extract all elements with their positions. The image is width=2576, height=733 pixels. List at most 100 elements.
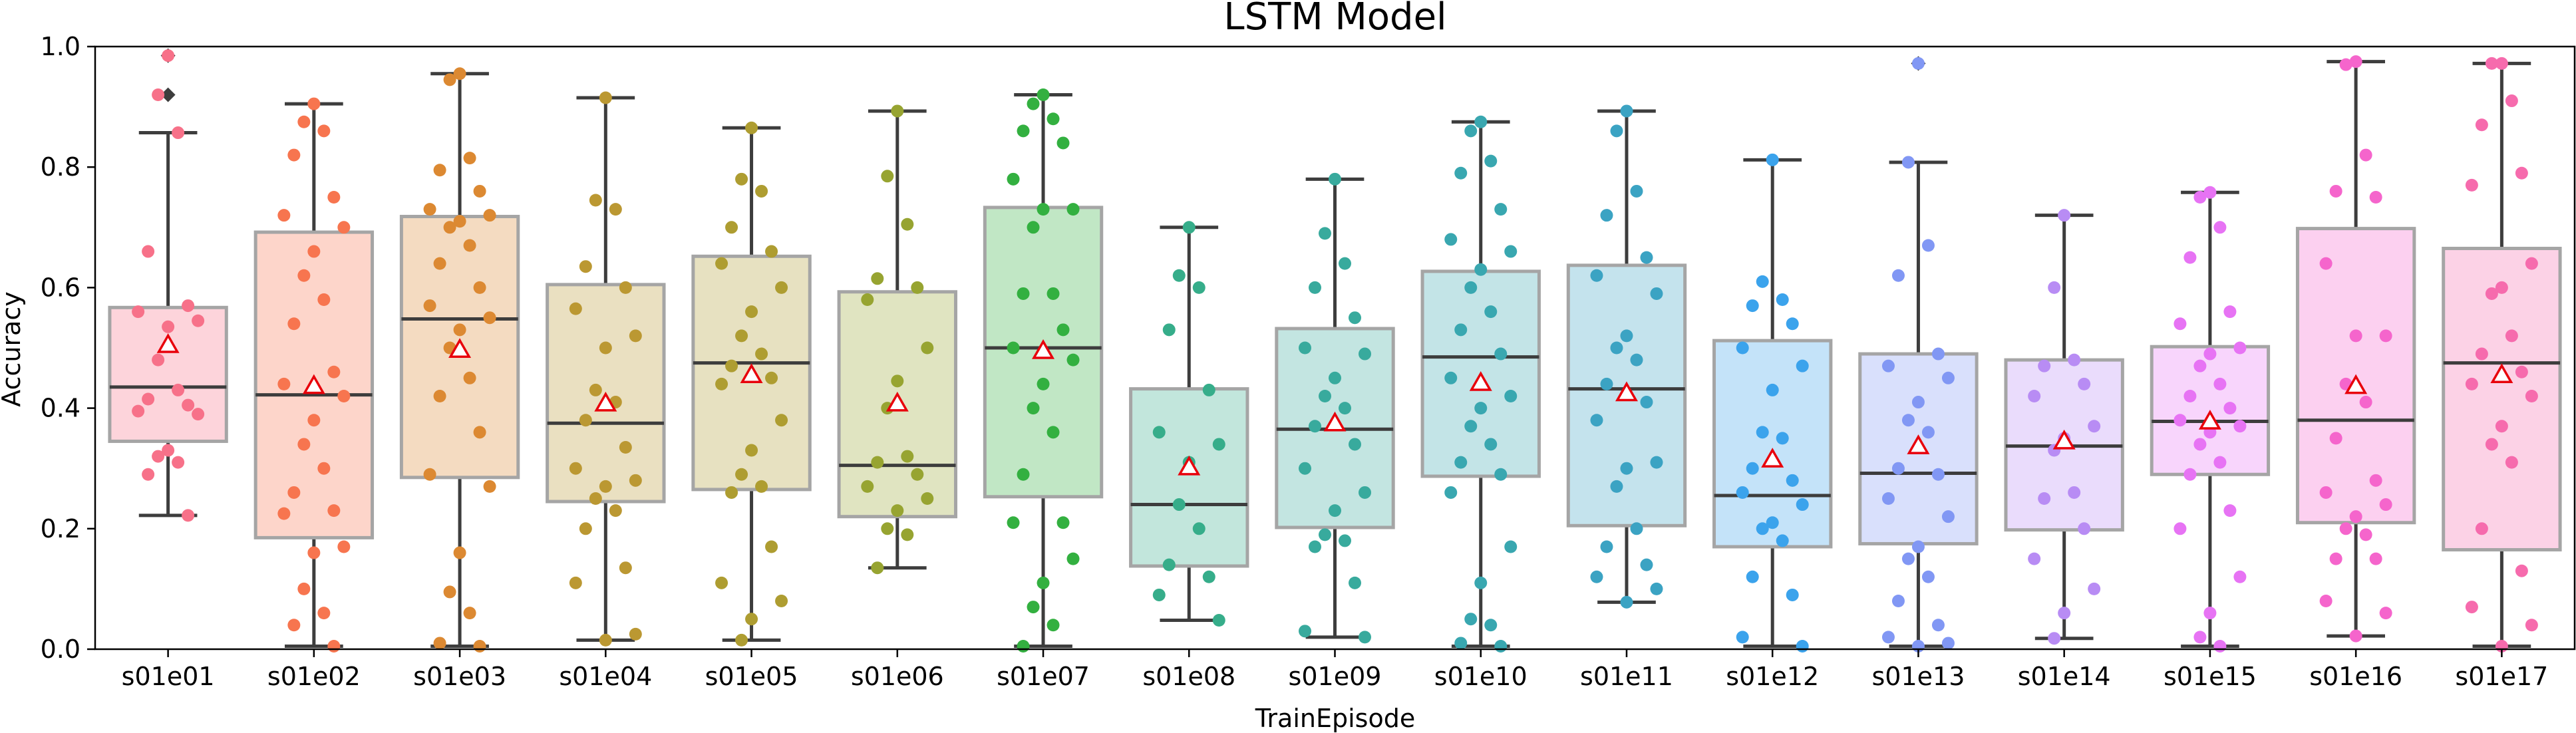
data-point (1309, 540, 1321, 553)
data-point (1881, 492, 1895, 505)
data-point (142, 245, 155, 258)
data-point (1454, 637, 1468, 650)
data-point (2213, 221, 2227, 234)
mean-marker (302, 374, 325, 394)
data-point (1359, 347, 1371, 361)
data-point (152, 88, 165, 101)
data-point (725, 221, 738, 234)
data-point (1464, 124, 1478, 138)
data-point (619, 281, 632, 294)
data-point (569, 576, 582, 589)
y-tick-label: 0.8 (41, 152, 80, 182)
data-point (152, 353, 165, 366)
data-point (1046, 112, 1060, 126)
data-point (2359, 528, 2372, 541)
data-point (871, 272, 884, 285)
data-point (317, 124, 331, 138)
data-point (287, 148, 301, 162)
data-point (715, 257, 728, 270)
data-point (1901, 552, 1915, 565)
data-point (1484, 154, 1498, 168)
data-point (1610, 124, 1623, 138)
data-point (1640, 558, 1653, 571)
data-point (1901, 414, 1915, 427)
x-tick-label: s01e16 (2309, 662, 2402, 691)
data-point (1454, 323, 1468, 337)
data-point (1786, 588, 1799, 601)
data-point (589, 194, 602, 207)
data-point (2058, 607, 2071, 620)
data-point (1590, 570, 1603, 583)
data-point (1484, 305, 1498, 319)
data-point (1891, 462, 1905, 475)
data-point (182, 398, 195, 412)
data-point (2349, 329, 2362, 343)
data-point (569, 462, 582, 475)
data-point (443, 73, 456, 86)
data-point (1891, 269, 1905, 282)
data-point (1766, 516, 1779, 529)
data-point (755, 480, 768, 493)
data-point (1444, 486, 1458, 499)
data-point (1202, 383, 1215, 396)
data-point (2495, 57, 2508, 70)
data-point (327, 191, 341, 204)
data-point (1474, 263, 1488, 276)
data-point (765, 371, 778, 384)
data-point (1202, 570, 1215, 583)
data-point (1650, 456, 1663, 469)
data-point (579, 260, 592, 273)
data-point (2339, 58, 2352, 71)
data-point (1756, 275, 1769, 288)
data-point (2038, 359, 2051, 372)
data-point (1046, 287, 1060, 300)
data-point (579, 414, 592, 427)
data-point (2465, 178, 2478, 192)
data-point (2379, 607, 2392, 620)
data-point (1027, 601, 1040, 614)
y-tick-label: 0.2 (41, 514, 80, 543)
data-point (2028, 389, 2041, 402)
data-point (162, 444, 175, 457)
data-point (1766, 153, 1779, 166)
data-point (172, 126, 185, 140)
data-point (2183, 468, 2197, 481)
data-point (2038, 492, 2051, 505)
data-point (2339, 522, 2352, 535)
data-point (192, 314, 205, 327)
data-point (1056, 323, 1070, 337)
data-point (1494, 347, 1508, 361)
data-point (2515, 166, 2528, 180)
data-point (2495, 281, 2508, 294)
data-point (1319, 227, 1331, 240)
data-point (619, 440, 632, 454)
data-point (1056, 516, 1070, 529)
x-tick-label: s01e15 (2164, 662, 2257, 691)
data-point (2329, 432, 2342, 445)
data-point (1319, 528, 1331, 541)
data-point (433, 164, 446, 177)
data-point (1056, 136, 1070, 150)
data-point (599, 341, 612, 355)
data-point (1152, 426, 1166, 439)
data-point (132, 305, 145, 319)
data-point (2515, 564, 2528, 577)
mean-marker (740, 363, 763, 384)
data-point (1600, 377, 1613, 390)
x-tick-label: s01e11 (1580, 662, 1673, 691)
data-point (2183, 389, 2197, 402)
x-tick-label: s01e17 (2455, 662, 2548, 691)
data-point (1339, 402, 1351, 415)
data-point (2349, 55, 2362, 69)
data-point (735, 172, 748, 186)
data-point (1911, 57, 1925, 70)
y-tick-label: 0.4 (41, 394, 80, 423)
data-point (1786, 474, 1799, 487)
data-point (2485, 287, 2498, 300)
data-point (2349, 510, 2362, 523)
data-point (453, 215, 466, 228)
data-point (1901, 156, 1915, 169)
data-point (2203, 607, 2217, 620)
data-point (1630, 522, 1643, 535)
data-point (1484, 619, 1498, 632)
